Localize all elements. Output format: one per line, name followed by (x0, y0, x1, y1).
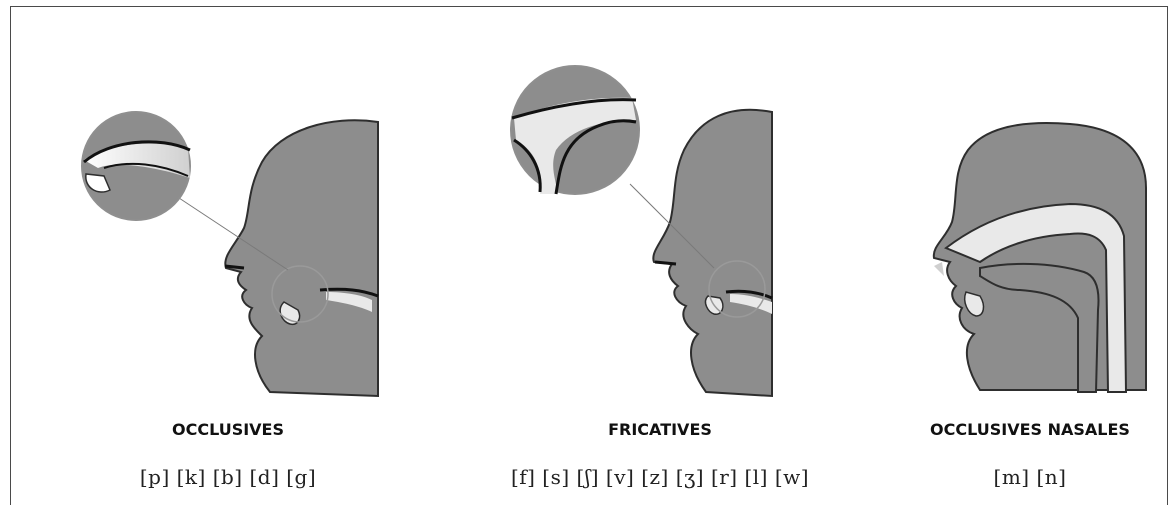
head-nasales (934, 123, 1146, 392)
head-occlusives (82, 112, 378, 396)
panel-title-fricatives: FRICATIVES (608, 420, 712, 439)
sounds-nasales: [m] [n] (994, 465, 1067, 489)
panel-title-nasales: OCCLUSIVES NASALES (930, 420, 1130, 439)
head-fricatives (511, 66, 772, 396)
sounds-fricatives: [f] [s] [ʃ] [v] [z] [ʒ] [r] [l] [w] (511, 465, 809, 489)
panel-title-occlusives: OCCLUSIVES (172, 420, 284, 439)
sounds-occlusives: [p] [k] [b] [d] [g] (140, 465, 316, 489)
